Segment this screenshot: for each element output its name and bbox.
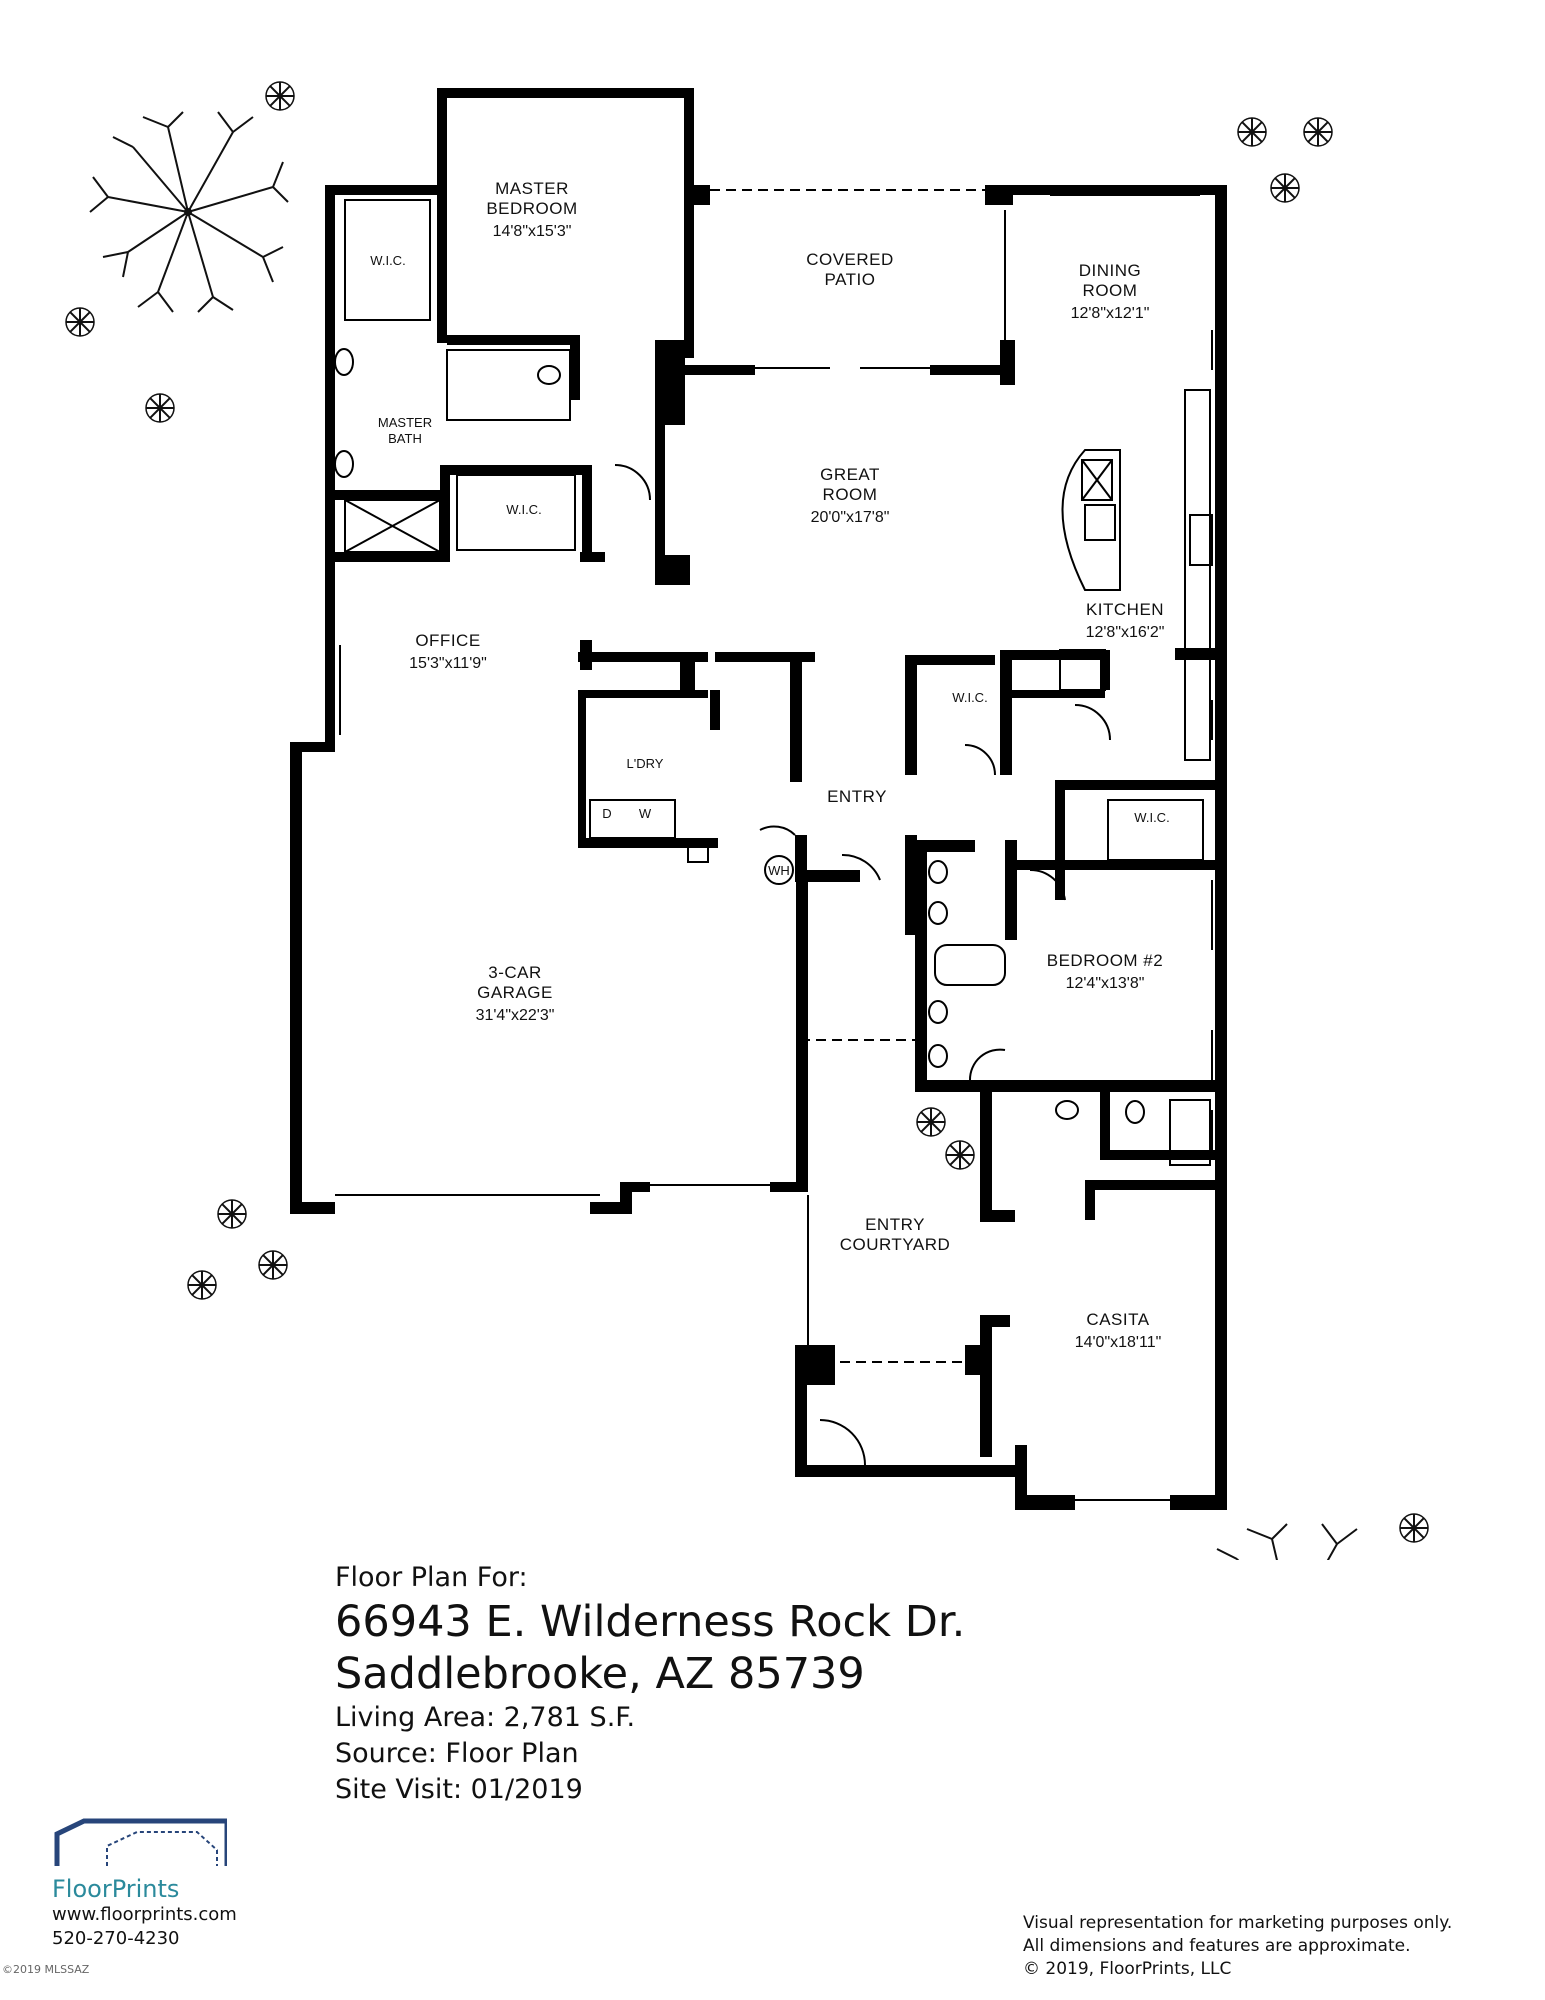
sink-icon bbox=[928, 901, 948, 925]
website-link[interactable]: www.floorprints.com bbox=[52, 1904, 237, 1925]
mls-watermark: ©2019 MLSSAZ bbox=[2, 1963, 90, 1976]
dining-room-label-2: ROOM bbox=[1083, 281, 1138, 300]
brand-name: FloorPrints bbox=[52, 1875, 180, 1903]
entry-courtyard-label-2: COURTYARD bbox=[840, 1235, 951, 1254]
shrub-icon bbox=[916, 1107, 946, 1137]
toilet-icon bbox=[928, 1000, 948, 1024]
shrub-icon bbox=[258, 1250, 288, 1280]
floorprints-logo: FloorPrints www.floorprints.com 520-270-… bbox=[52, 1818, 237, 1951]
disclaimer: Visual representation for marketing purp… bbox=[1023, 1912, 1452, 1981]
shrub-icons bbox=[65, 81, 1429, 1543]
wic-master-label: W.I.C. bbox=[370, 253, 405, 268]
toilet-icon bbox=[928, 860, 948, 884]
plan-info: Floor Plan For: 66943 E. Wilderness Rock… bbox=[335, 1560, 965, 1808]
sink-icon bbox=[334, 348, 354, 376]
shrub-icon bbox=[1237, 117, 1267, 147]
shrub-icon bbox=[217, 1199, 247, 1229]
phone-number: 520-270-4230 bbox=[52, 1928, 180, 1949]
office-dims: 15'3"x11'9" bbox=[409, 655, 487, 672]
fixtures bbox=[334, 348, 1145, 1466]
bedroom2-label: BEDROOM #2 bbox=[1047, 951, 1163, 970]
address-line-1: 66943 E. Wilderness Rock Dr. bbox=[335, 1597, 966, 1647]
plan-lead: Floor Plan For: bbox=[335, 1562, 528, 1593]
wic-bed2-label: W.I.C. bbox=[1134, 810, 1169, 825]
casita-dims: 14'0"x18'11" bbox=[1075, 1334, 1162, 1351]
great-room-dims: 20'0"x17'8" bbox=[811, 509, 890, 526]
bathtub-icon bbox=[934, 944, 1006, 986]
door-swing-icon bbox=[614, 464, 651, 501]
door-swing-icon bbox=[1074, 704, 1111, 741]
great-room-label: GREAT bbox=[820, 465, 880, 484]
walls bbox=[290, 88, 1227, 1510]
door-swing-icon bbox=[968, 1048, 1006, 1081]
disclaimer-line-3: © 2019, FloorPrints, LLC bbox=[1023, 1959, 1232, 1979]
door-swing-icon bbox=[1029, 868, 1066, 901]
entry-label: ENTRY bbox=[827, 787, 887, 806]
water-heater-icon bbox=[764, 855, 794, 885]
shrub-icon bbox=[65, 307, 95, 337]
shrub-icon bbox=[187, 1270, 217, 1300]
office-label: OFFICE bbox=[415, 631, 480, 650]
utility-sink-icon bbox=[687, 839, 709, 863]
room-labels: MASTER BEDROOM 14'8"x15'3" W.I.C. MASTER… bbox=[370, 179, 1169, 1351]
door-swing-icon bbox=[964, 744, 996, 776]
master-bath-label: MASTER bbox=[378, 415, 432, 430]
shrub-icon bbox=[1399, 1513, 1429, 1543]
entry-courtyard-label: ENTRY bbox=[865, 1215, 925, 1234]
shrub-icon bbox=[145, 393, 175, 423]
bedroom2-dims: 12'4"x13'8" bbox=[1066, 975, 1145, 992]
house-outline-icon bbox=[54, 1818, 230, 1866]
dining-room-label: DINING bbox=[1079, 261, 1142, 280]
wic-hall-label: W.I.C. bbox=[952, 690, 987, 705]
disclaimer-line-2: All dimensions and features are approxim… bbox=[1023, 1936, 1411, 1956]
dryer-label: D bbox=[602, 806, 611, 821]
garage-dims: 31'4"x22'3" bbox=[476, 1007, 555, 1024]
source: Source: Floor Plan bbox=[335, 1738, 579, 1769]
living-area: Living Area: 2,781 S.F. bbox=[335, 1702, 636, 1733]
shrub-icon bbox=[1270, 173, 1300, 203]
toilet-icon bbox=[1125, 1100, 1145, 1124]
address-line-2: Saddlebrooke, AZ 85739 bbox=[335, 1649, 865, 1699]
garage-label: 3-CAR bbox=[488, 963, 542, 982]
great-room-label-2: ROOM bbox=[823, 485, 878, 504]
shrub-icon bbox=[265, 81, 295, 111]
laundry-label: L'DRY bbox=[627, 756, 664, 771]
disclaimer-line-1: Visual representation for marketing purp… bbox=[1023, 1913, 1453, 1933]
sink-icon bbox=[928, 1044, 948, 1068]
water-heater-label: WH bbox=[768, 863, 790, 878]
master-bedroom-dims: 14'8"x15'3" bbox=[493, 223, 572, 240]
sink-icon bbox=[1055, 1100, 1079, 1120]
shrub-icon bbox=[945, 1140, 975, 1170]
site-visit: Site Visit: 01/2019 bbox=[335, 1774, 583, 1805]
toilet-icon bbox=[537, 365, 561, 385]
door-swing-icon bbox=[841, 853, 881, 881]
covered-patio-label: COVERED bbox=[806, 250, 894, 269]
master-bath-label-2: BATH bbox=[388, 431, 422, 446]
covered-patio-label-2: PATIO bbox=[825, 270, 876, 289]
interior-lines bbox=[335, 92, 1213, 1501]
door-swing-icon bbox=[819, 1419, 866, 1466]
wic-bath-label: W.I.C. bbox=[506, 502, 541, 517]
washer-label: W bbox=[639, 806, 652, 821]
garage-label-2: GARAGE bbox=[477, 983, 553, 1002]
sink-icon bbox=[334, 450, 354, 478]
master-bedroom-label: MASTER bbox=[495, 179, 569, 198]
tree-large-icon bbox=[89, 111, 289, 313]
floor-plan: MASTER BEDROOM 14'8"x15'3" W.I.C. MASTER… bbox=[65, 81, 1429, 1560]
door-swing-icon bbox=[759, 825, 796, 836]
dining-room-dims: 12'8"x12'1" bbox=[1071, 305, 1150, 322]
kitchen-label: KITCHEN bbox=[1086, 600, 1164, 619]
master-bedroom-label-2: BEDROOM bbox=[486, 199, 577, 218]
kitchen-dims: 12'8"x16'2" bbox=[1086, 624, 1165, 641]
casita-label: CASITA bbox=[1086, 1310, 1149, 1329]
tree-large-icon bbox=[1216, 1523, 1358, 1560]
shrub-icon bbox=[1303, 117, 1333, 147]
